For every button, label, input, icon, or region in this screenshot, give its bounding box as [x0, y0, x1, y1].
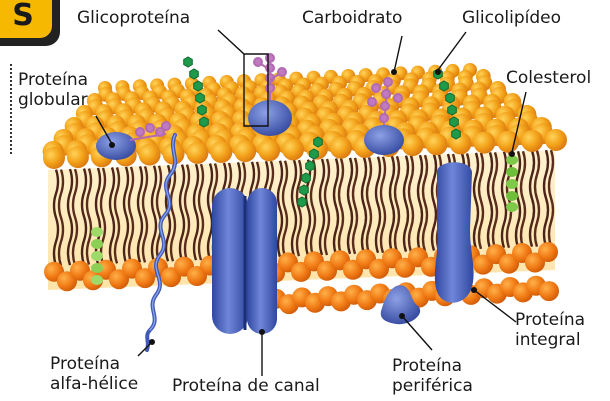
- label-glicoproteina: Glicoproteína: [77, 8, 190, 28]
- carbohydrate-dome: [364, 125, 404, 155]
- label-proteina-de-canal: Proteína de canal: [172, 376, 320, 396]
- section-badge: S: [0, 0, 60, 46]
- label-proteina-alfa-helice: Proteína alfa-hélice: [50, 354, 160, 394]
- globular-protein: [96, 132, 136, 160]
- section-badge-letter: S: [0, 0, 52, 38]
- label-proteina-globular: Proteína globular: [18, 70, 114, 110]
- label-proteina-integral: Proteína integral: [515, 310, 605, 350]
- integral-protein: [435, 162, 474, 303]
- leader-periferica: [402, 316, 432, 350]
- dotted-margin-line: [0, 64, 12, 154]
- label-colesterol: Colesterol: [506, 68, 591, 88]
- label-glicolipideo: Glicolipídeo: [462, 8, 561, 28]
- label-carboidrato: Carboidrato: [302, 8, 402, 28]
- glycoprotein-dome: [248, 100, 292, 136]
- channel-protein: [212, 188, 277, 334]
- label-proteina-periferica: Proteína periférica: [392, 356, 492, 396]
